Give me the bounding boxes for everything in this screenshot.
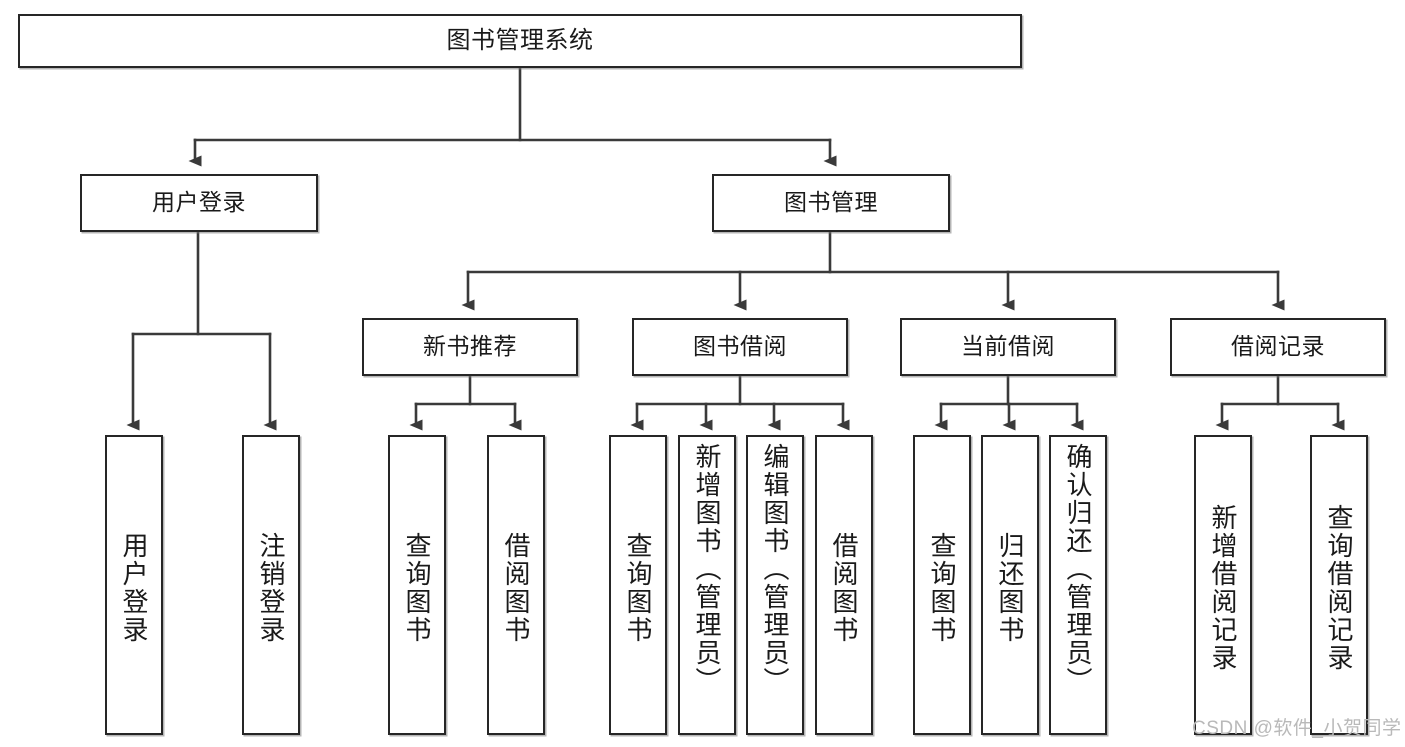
node-leaf-return-book[interactable]: 归还图书 [981, 435, 1039, 735]
node-leaf-query-record-label: 查询借阅记录 [1324, 504, 1354, 672]
node-leaf-borrow-book-1[interactable]: 借阅图书 [487, 435, 545, 735]
node-leaf-return-book-label: 归还图书 [995, 532, 1025, 644]
node-borrow-record-label: 借阅记录 [1231, 333, 1325, 360]
node-book-management-label: 图书管理 [784, 189, 878, 216]
node-current-borrow-label: 当前借阅 [961, 333, 1055, 360]
node-leaf-edit-book[interactable]: 编辑图书（管理员） [746, 435, 804, 735]
node-leaf-add-book[interactable]: 新增图书（管理员） [678, 435, 736, 735]
node-leaf-confirm-return[interactable]: 确认归还（管理员） [1049, 435, 1107, 735]
node-new-book-recommend[interactable]: 新书推荐 [362, 318, 578, 376]
node-leaf-query-book-2-label: 查询图书 [623, 532, 653, 644]
node-book-borrow[interactable]: 图书借阅 [632, 318, 848, 376]
node-book-borrow-label: 图书借阅 [693, 333, 787, 360]
node-leaf-query-book-2[interactable]: 查询图书 [609, 435, 667, 735]
node-leaf-edit-book-label: 编辑图书（管理员） [760, 443, 790, 695]
node-book-management[interactable]: 图书管理 [712, 174, 950, 232]
node-current-borrow[interactable]: 当前借阅 [900, 318, 1116, 376]
node-leaf-add-book-label: 新增图书（管理员） [692, 443, 722, 695]
node-leaf-query-book-3[interactable]: 查询图书 [913, 435, 971, 735]
node-user-login-label: 用户登录 [152, 189, 246, 216]
node-leaf-user-login-label: 用户登录 [119, 532, 149, 644]
node-leaf-confirm-return-label: 确认归还（管理员） [1063, 443, 1093, 695]
node-leaf-logout-login-label: 注销登录 [256, 532, 286, 644]
node-leaf-query-book-3-label: 查询图书 [927, 532, 957, 644]
csdn-watermark: CSDN @软件_小贺同学 [1192, 718, 1402, 739]
node-user-login[interactable]: 用户登录 [80, 174, 318, 232]
node-leaf-borrow-book-2[interactable]: 借阅图书 [815, 435, 873, 735]
node-leaf-borrow-book-1-label: 借阅图书 [501, 532, 531, 644]
node-leaf-query-book-1-label: 查询图书 [402, 532, 432, 644]
node-new-book-recommend-label: 新书推荐 [423, 333, 517, 360]
node-borrow-record[interactable]: 借阅记录 [1170, 318, 1386, 376]
node-leaf-query-record[interactable]: 查询借阅记录 [1310, 435, 1368, 735]
node-leaf-user-login[interactable]: 用户登录 [105, 435, 163, 735]
node-leaf-borrow-book-2-label: 借阅图书 [829, 532, 859, 644]
node-root[interactable]: 图书管理系统 [18, 14, 1022, 68]
node-root-label: 图书管理系统 [446, 26, 594, 54]
node-leaf-add-record[interactable]: 新增借阅记录 [1194, 435, 1252, 735]
node-leaf-query-book-1[interactable]: 查询图书 [388, 435, 446, 735]
node-leaf-logout-login[interactable]: 注销登录 [242, 435, 300, 735]
node-leaf-add-record-label: 新增借阅记录 [1208, 504, 1238, 672]
